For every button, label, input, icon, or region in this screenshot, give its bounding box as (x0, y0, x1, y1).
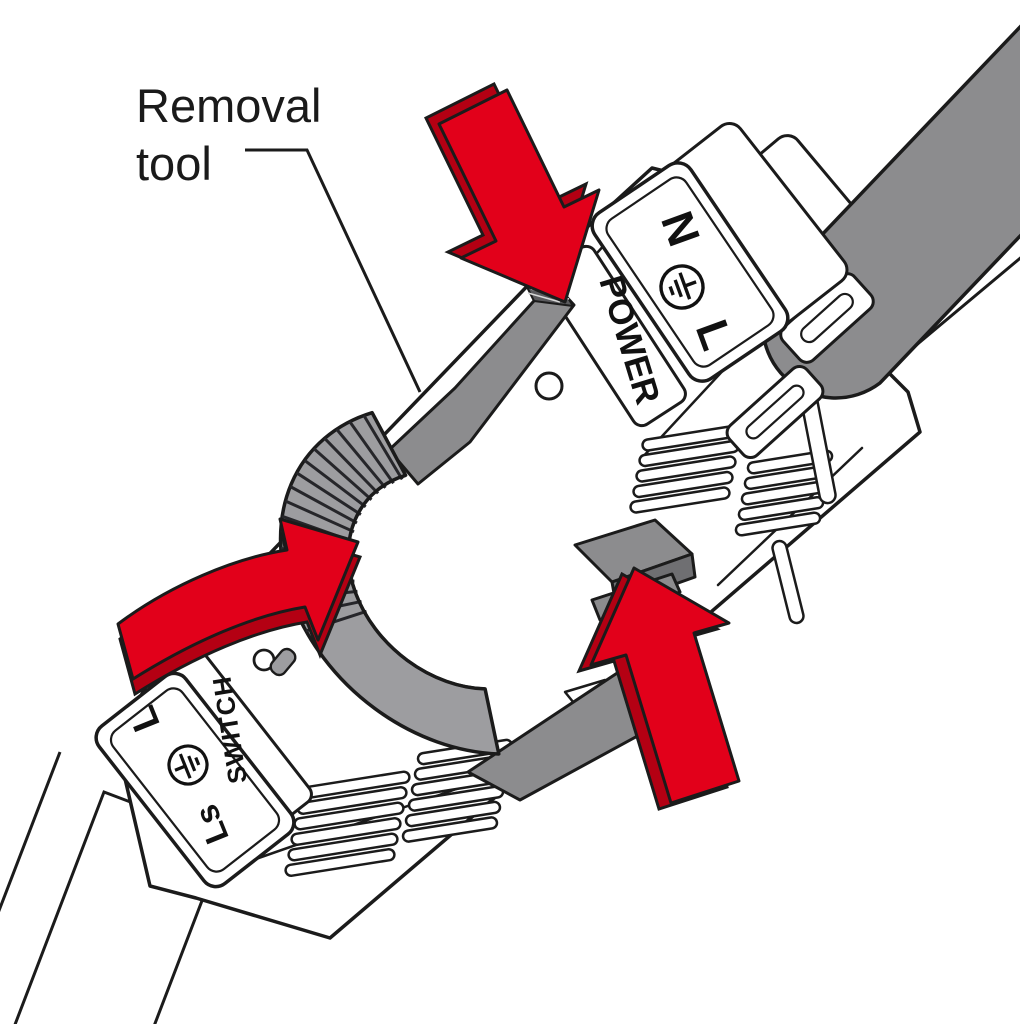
power-end-cap (590, 161, 790, 383)
rotate-arrow (116, 517, 363, 697)
callout-line1: Removal (136, 79, 321, 132)
top-slot (771, 539, 805, 625)
callout-leader-line (245, 148, 422, 393)
body-hole (534, 371, 564, 401)
tool-tab (269, 647, 297, 677)
press-arrow-top (424, 81, 601, 304)
tool-release-arm (387, 279, 576, 486)
switch-end-cap (94, 671, 296, 889)
press-arrow-bottom (576, 566, 741, 811)
callout: Removal tool (136, 79, 422, 393)
callout-line2: tool (136, 137, 212, 190)
earth-icon (659, 264, 705, 310)
earth-icon (167, 744, 209, 786)
cable-clamp-finger (725, 364, 825, 460)
